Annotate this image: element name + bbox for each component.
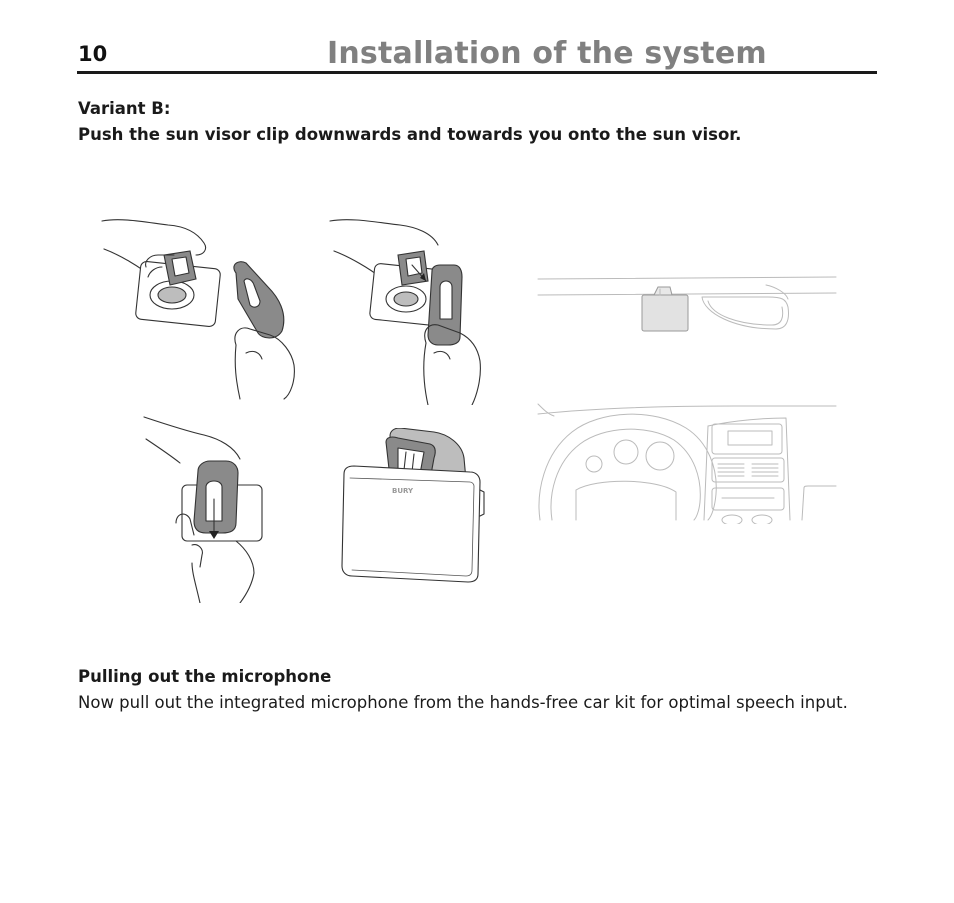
header-rule — [77, 71, 877, 74]
variant-instruction: Push the sun visor clip downwards and to… — [78, 125, 742, 144]
device-logo: BURY — [392, 487, 414, 495]
illustration-visor-position — [537, 276, 837, 332]
mounted-device — [641, 294, 689, 332]
microphone-heading: Pulling out the microphone — [78, 667, 332, 686]
illustration-step-2 — [329, 219, 481, 405]
illustration-dashboard — [537, 403, 837, 524]
illustration-device-with-clip: BURY — [341, 428, 485, 583]
microphone-text: Now pull out the integrated microphone f… — [78, 693, 848, 712]
page-number: 10 — [78, 42, 108, 66]
illustration-step-1 — [101, 219, 295, 400]
illustration-step-3 — [143, 416, 263, 603]
page-title: Installation of the system — [327, 36, 767, 71]
variant-heading: Variant B: — [78, 99, 171, 118]
